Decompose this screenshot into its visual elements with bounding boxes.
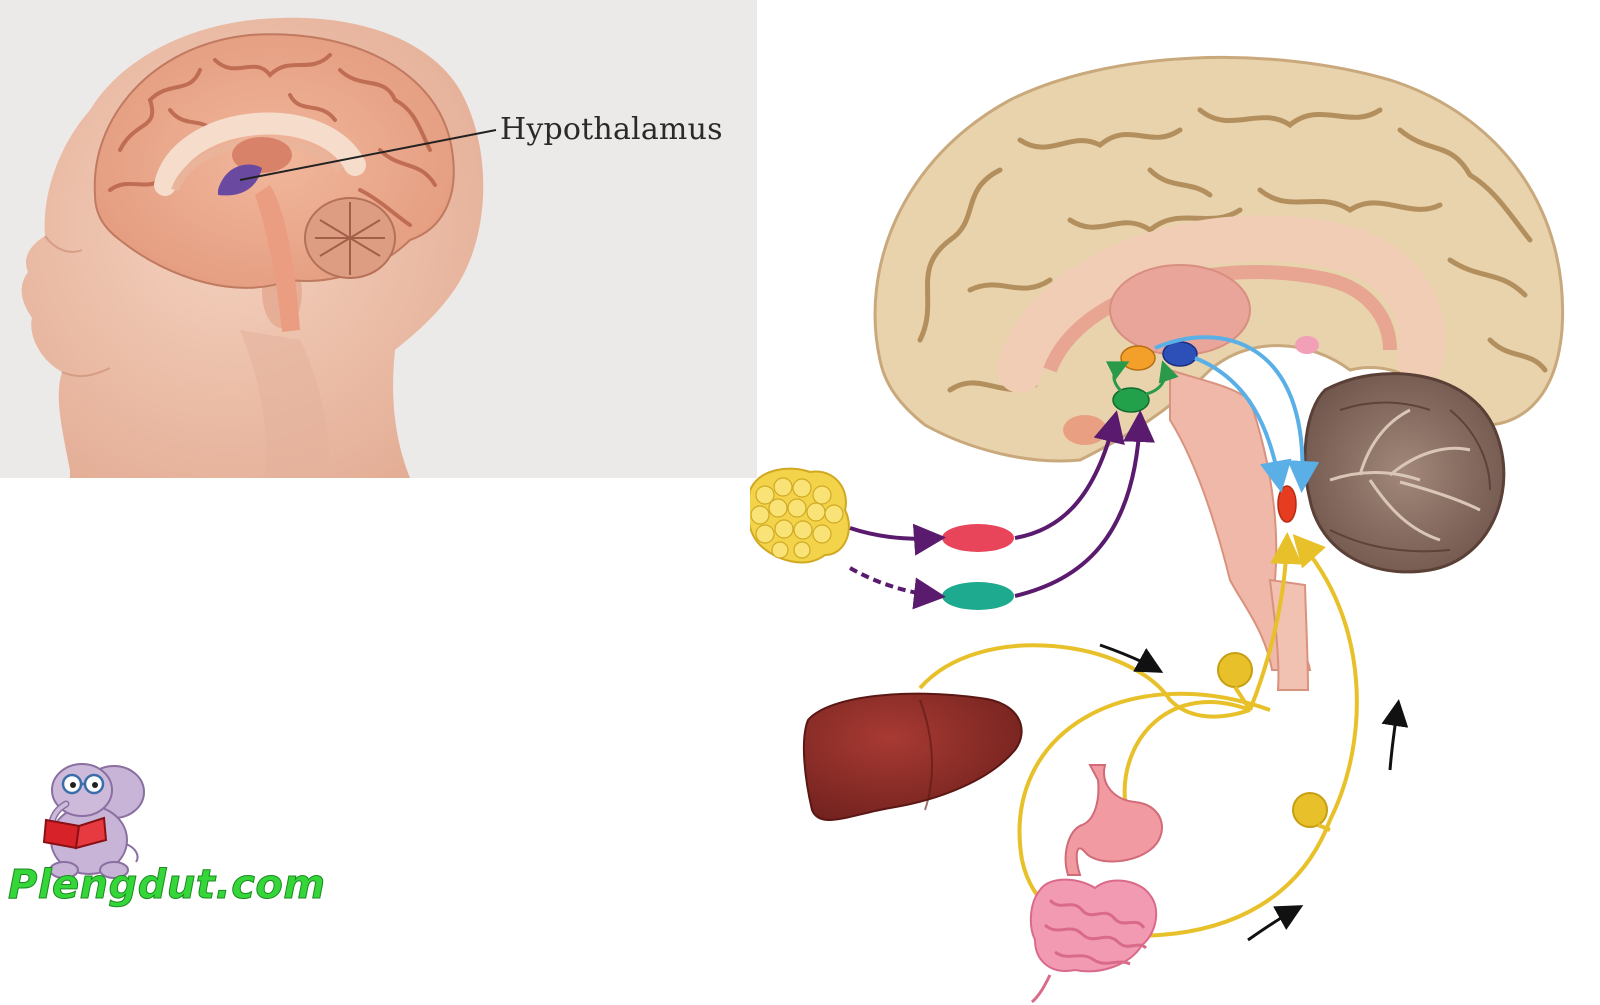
- nucleus-red: [1277, 485, 1297, 523]
- thalamus: [232, 137, 292, 173]
- nucleus-orange: [1120, 345, 1156, 371]
- head-illustration: [21, 17, 497, 478]
- ganglion-lower: [1292, 792, 1328, 828]
- ganglion-upper: [1217, 652, 1253, 688]
- elephant-reading-icon: [42, 763, 145, 879]
- hormone-teal: [942, 582, 1014, 610]
- cerebellum-arbor: [1329, 408, 1481, 542]
- purple-pathway-2: [1014, 410, 1155, 598]
- purple-pathway-1: [1014, 410, 1125, 540]
- blue-pathway-2: [1194, 356, 1292, 493]
- cerebellum-folds: [1329, 401, 1491, 553]
- nucleus-green: [1112, 387, 1150, 413]
- gut-brain-diagram: [750, 40, 1600, 1005]
- hypothalamus-label: Hypothalamus: [500, 112, 723, 147]
- liver: [802, 692, 1023, 821]
- hormone-red: [942, 524, 1014, 552]
- intestine-loops: [1030, 898, 1148, 1004]
- flow-arrow-1: [1099, 643, 1164, 673]
- gut-brain-svg: [750, 56, 1565, 1004]
- nucleus-blue: [1162, 341, 1198, 367]
- stomach: [1064, 764, 1163, 876]
- cerebrum-gyri: [917, 107, 1548, 393]
- brainstem: [255, 185, 300, 332]
- cerebellum-folds: [315, 202, 385, 275]
- pituitary: [1063, 415, 1107, 445]
- neck-shadow: [240, 330, 330, 478]
- adipose-tissue: [750, 467, 850, 564]
- corpus-callosum: [997, 215, 1445, 393]
- intestines: [1029, 878, 1158, 973]
- flow-arrow-3: [1247, 905, 1304, 942]
- pineal-gland: [1295, 336, 1319, 354]
- blue-pathway-1: [1154, 335, 1320, 493]
- hypothalamus-pointer: [239, 129, 497, 181]
- flow-arrow-2: [1381, 699, 1409, 771]
- head-illustration-panel: Hypothalamus: [0, 0, 757, 478]
- corpus-callosum: [154, 112, 366, 196]
- watermark-text: Plengdut.com: [8, 862, 326, 909]
